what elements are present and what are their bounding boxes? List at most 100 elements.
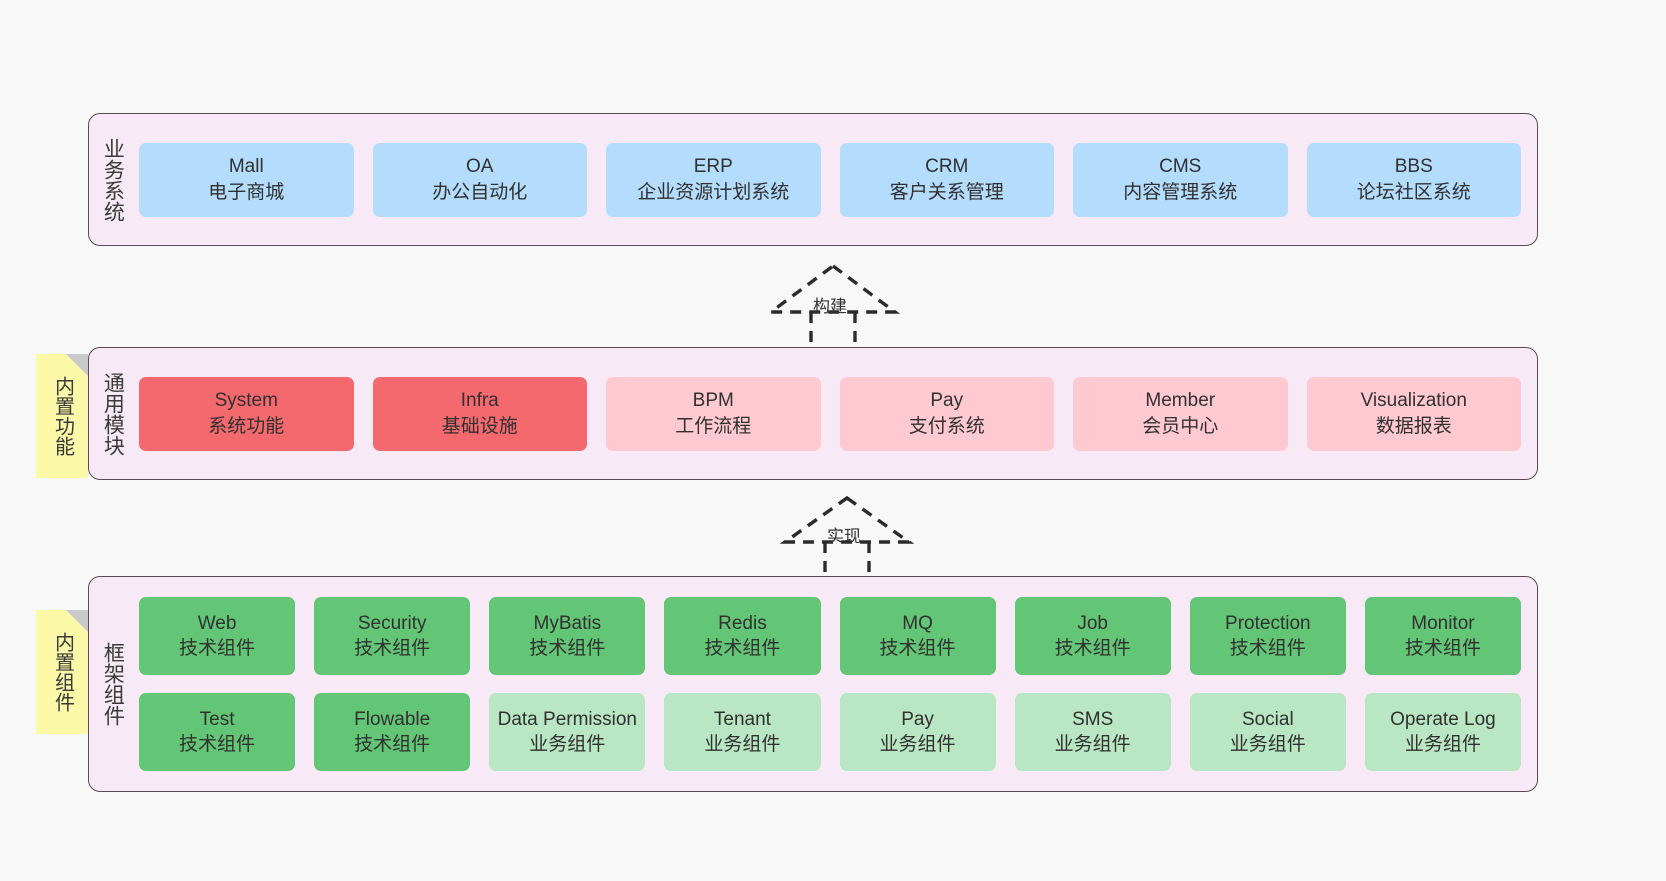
connector-implement-label: 实现 (827, 527, 861, 546)
card-protection[interactable]: Protection 技术组件 (1189, 597, 1346, 675)
card-title: CRM (925, 156, 969, 178)
card-social[interactable]: Social 业务组件 (1189, 693, 1346, 771)
connector-build: 构建 (758, 262, 908, 350)
card-title: Infra (460, 390, 499, 412)
connector-implement: 实现 (772, 494, 922, 574)
sticky-note-label: 内置功能 (51, 376, 74, 456)
card-title: Monitor (1411, 612, 1475, 634)
card-title: Job (1077, 612, 1108, 634)
section-label-business-systems: 业务系统 (101, 137, 125, 222)
card-subtitle: 技术组件 (704, 638, 781, 659)
connector-build-label: 构建 (813, 297, 847, 316)
sticky-note-builtin-features: 内置功能 (36, 354, 88, 478)
card-monitor[interactable]: Monitor 技术组件 (1364, 597, 1521, 675)
card-subtitle: 系统功能 (208, 415, 285, 437)
card-mq[interactable]: MQ 技术组件 (839, 597, 996, 675)
card-title: Social (1241, 708, 1294, 730)
card-member[interactable]: Member 会员中心 (1073, 376, 1288, 451)
card-title: Redis (718, 612, 767, 634)
card-mybatis[interactable]: MyBatis 技术组件 (489, 597, 646, 675)
card-subtitle: 技术组件 (1404, 638, 1481, 659)
card-title: System (214, 390, 278, 412)
card-title: MyBatis (533, 612, 602, 634)
sticky-note-builtin-components: 内置组件 (36, 610, 88, 734)
card-subtitle: 业务组件 (704, 734, 781, 755)
card-erp[interactable]: ERP 企业资源计划系统 (606, 142, 821, 217)
card-title: Mall (228, 156, 264, 178)
card-title: BPM (692, 390, 734, 412)
generalization-arrowhead (765, 263, 901, 314)
card-row: System 系统功能 Infra 基础设施 BPM 工作流程 Pay 支付系统… (139, 376, 1521, 451)
section-label-common-modules: 通用模块 (101, 371, 125, 456)
card-visualization[interactable]: Visualization 数据报表 (1306, 376, 1521, 451)
card-oa[interactable]: OA 办公自动化 (372, 142, 587, 217)
card-test[interactable]: Test 技术组件 (139, 693, 296, 771)
card-title: SMS (1072, 708, 1114, 730)
card-subtitle: 技术组件 (179, 638, 256, 659)
card-title: Security (357, 612, 427, 634)
card-subtitle: 支付系统 (908, 415, 985, 437)
card-subtitle: 技术组件 (879, 638, 956, 659)
card-row-technical: Web 技术组件 Security 技术组件 MyBatis 技术组件 Redi… (139, 597, 1521, 675)
card-title: Member (1145, 390, 1216, 412)
card-title: Test (199, 708, 235, 730)
section-label-framework-components: 框架组件 (101, 642, 125, 726)
card-subtitle: 会员中心 (1142, 415, 1219, 437)
card-title: Data Permission (497, 708, 637, 730)
card-title: OA (466, 156, 494, 178)
card-title: Tenant (713, 708, 771, 730)
fold-corner-icon (66, 610, 88, 632)
card-title: Flowable (354, 708, 431, 730)
card-operate-log[interactable]: Operate Log 业务组件 (1364, 693, 1521, 771)
card-infra[interactable]: Infra 基础设施 (372, 376, 587, 451)
card-row: Mall 电子商城 OA 办公自动化 ERP 企业资源计划系统 CRM 客户关系… (139, 142, 1521, 217)
card-subtitle: 技术组件 (354, 638, 431, 659)
section-business-systems: 业务系统 Mall 电子商城 OA 办公自动化 ERP 企业资源计划系统 CRM… (88, 113, 1538, 246)
card-subtitle: 基础设施 (441, 415, 518, 437)
card-subtitle: 办公自动化 (432, 181, 528, 203)
card-title: MQ (902, 612, 933, 634)
card-row-business: Test 技术组件 Flowable 技术组件 Data Permission … (139, 693, 1521, 771)
card-subtitle: 技术组件 (179, 734, 256, 755)
card-title: Visualization (1360, 390, 1467, 412)
card-security[interactable]: Security 技术组件 (314, 597, 471, 675)
card-pay[interactable]: Pay 支付系统 (839, 376, 1054, 451)
card-title: Protection (1225, 612, 1311, 634)
card-system[interactable]: System 系统功能 (139, 376, 354, 451)
card-title: Web (197, 612, 237, 634)
card-subtitle: 业务组件 (1404, 734, 1481, 755)
section-framework-components: 框架组件 Web 技术组件 Security 技术组件 MyBatis 技术组件… (88, 576, 1538, 792)
card-subtitle: 技术组件 (1054, 638, 1131, 659)
card-title: CMS (1159, 156, 1202, 178)
card-bbs[interactable]: BBS 论坛社区系统 (1306, 142, 1521, 217)
section-body-common-modules: System 系统功能 Infra 基础设施 BPM 工作流程 Pay 支付系统… (135, 348, 1537, 479)
card-data-permission[interactable]: Data Permission 业务组件 (489, 693, 646, 771)
card-title: Operate Log (1390, 708, 1496, 730)
card-crm[interactable]: CRM 客户关系管理 (839, 142, 1054, 217)
card-mall[interactable]: Mall 电子商城 (139, 142, 354, 217)
card-subtitle: 电子商城 (208, 181, 285, 203)
card-job[interactable]: Job 技术组件 (1014, 597, 1171, 675)
card-subtitle: 业务组件 (1054, 734, 1131, 755)
card-title: BBS (1394, 156, 1433, 178)
card-subtitle: 客户关系管理 (889, 181, 1004, 203)
card-subtitle: 技术组件 (1229, 638, 1306, 659)
card-subtitle: 企业资源计划系统 (637, 181, 790, 203)
card-tenant[interactable]: Tenant 业务组件 (664, 693, 821, 771)
fold-corner-icon (66, 354, 88, 376)
card-title: ERP (693, 156, 733, 178)
card-web[interactable]: Web 技术组件 (139, 597, 296, 675)
card-cms[interactable]: CMS 内容管理系统 (1073, 142, 1288, 217)
card-bpm[interactable]: BPM 工作流程 (606, 376, 821, 451)
card-subtitle: 业务组件 (879, 734, 956, 755)
section-body-framework-components: Web 技术组件 Security 技术组件 MyBatis 技术组件 Redi… (135, 577, 1537, 791)
card-sms[interactable]: SMS 业务组件 (1014, 693, 1171, 771)
card-redis[interactable]: Redis 技术组件 (664, 597, 821, 675)
card-flowable[interactable]: Flowable 技术组件 (314, 693, 471, 771)
generalization-arrowhead (779, 495, 915, 544)
card-title: Pay (930, 390, 964, 412)
card-subtitle: 技术组件 (529, 638, 606, 659)
section-body-business-systems: Mall 电子商城 OA 办公自动化 ERP 企业资源计划系统 CRM 客户关系… (135, 114, 1537, 245)
sticky-note-label: 内置组件 (51, 632, 74, 712)
card-pay-business[interactable]: Pay 业务组件 (839, 693, 996, 771)
